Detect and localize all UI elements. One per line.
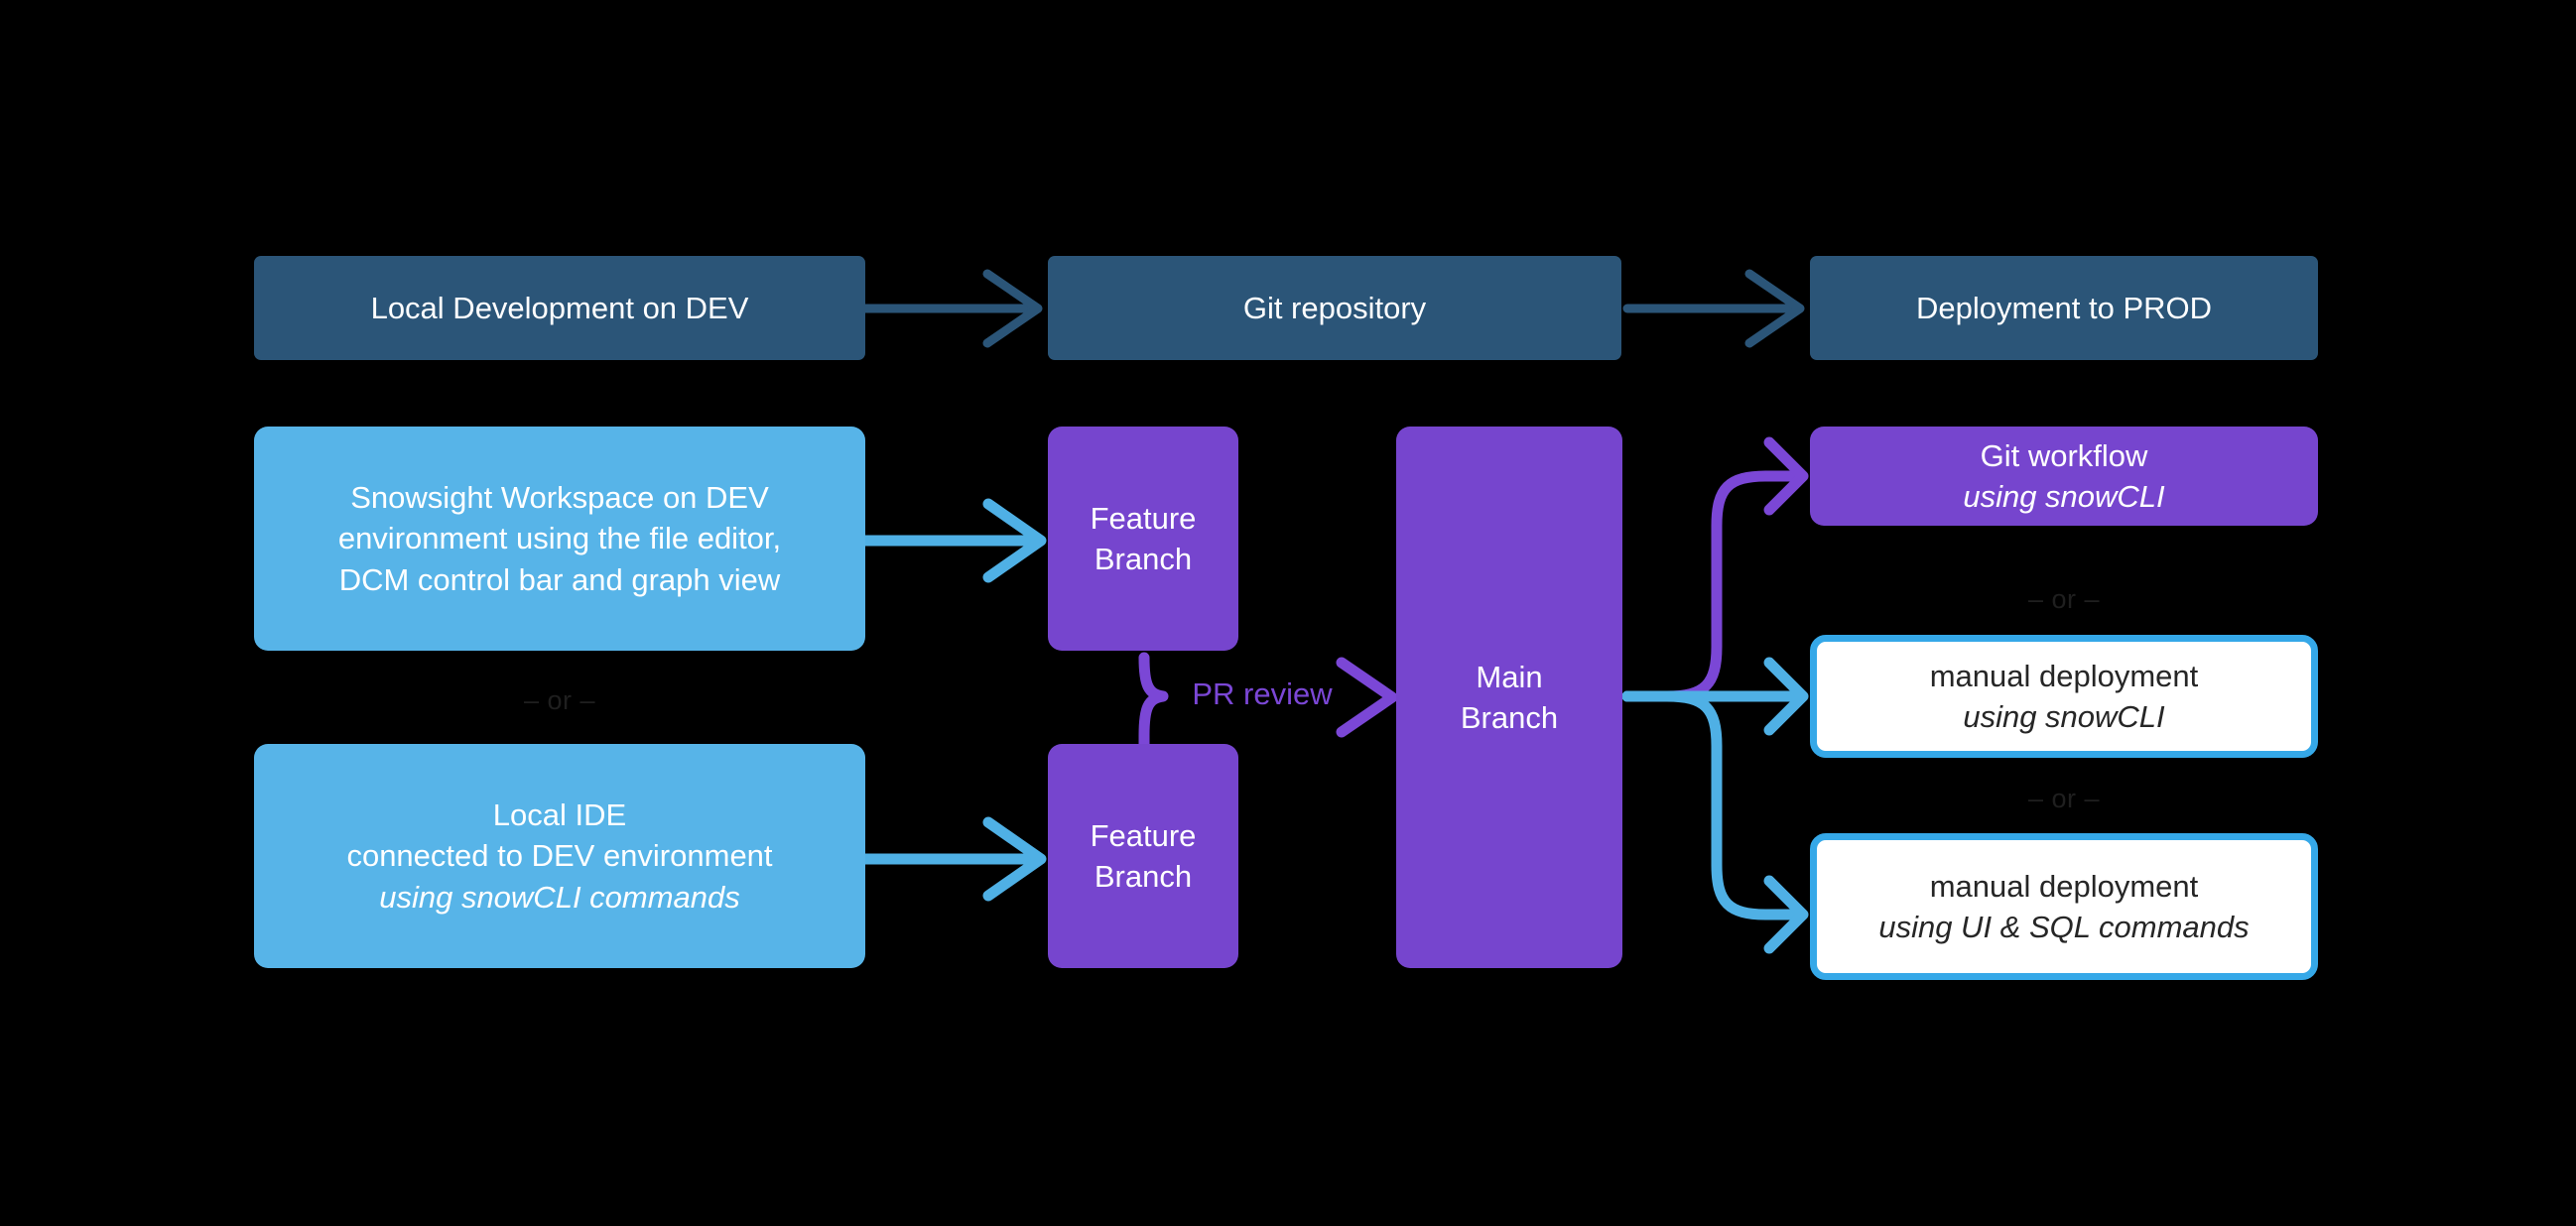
local-ide-line-3: using snowCLI commands — [379, 879, 740, 915]
feature-branch-bottom-line-1: Feature — [1090, 817, 1197, 853]
feature-branch-top-line-1: Feature — [1090, 500, 1197, 536]
snowsight-line-2: environment using the file editor, — [337, 521, 782, 556]
manual-ui-sql-line-1: manual deployment — [1929, 868, 2199, 904]
separator-dev-or: – or – — [523, 685, 596, 715]
arrow-main-to-manual-snowcli — [1621, 657, 1809, 736]
local-ide-line-1: Local IDE — [492, 797, 627, 833]
label-pr-review: PR review — [1192, 676, 1333, 711]
manual-snowcli-line-1: manual deployment — [1929, 658, 2199, 693]
header-deployment-prod-label: Deployment to PROD — [1915, 290, 2213, 325]
arrow-header-git-to-prod — [1622, 269, 1805, 348]
snowsight-line-1: Snowsight Workspace on DEV — [350, 480, 769, 516]
node-snowsight-workspace: Snowsight Workspace on DEV environment u… — [254, 427, 865, 651]
node-git-workflow: Git workflow using snowCLI — [1810, 427, 2318, 526]
node-local-ide: Local IDE connected to DEV environment u… — [254, 744, 865, 968]
local-ide-line-2: connected to DEV environment — [346, 838, 773, 874]
node-feature-branch-top: Feature Branch — [1048, 427, 1238, 651]
node-main-branch: Main Branch — [1396, 427, 1622, 968]
git-workflow-line-1: Git workflow — [1980, 437, 2148, 473]
arrow-pr-review-merge — [1138, 652, 1169, 753]
arrow-pr-review-to-main — [1336, 657, 1398, 738]
header-local-development-label: Local Development on DEV — [370, 290, 749, 325]
feature-branch-top-line-2: Branch — [1094, 542, 1193, 576]
header-git-repository: Git repository — [1048, 256, 1621, 360]
main-branch-line-2: Branch — [1460, 700, 1559, 735]
manual-snowcli-line-2: using snowCLI — [1963, 699, 2165, 734]
separator-deploy-or-1: – or – — [2027, 584, 2101, 614]
arrow-main-to-git-workflow — [1621, 436, 1809, 702]
header-git-repository-label: Git repository — [1242, 290, 1427, 325]
arrow-snowsight-to-feature-branch — [859, 498, 1047, 583]
header-local-development: Local Development on DEV — [254, 256, 865, 360]
node-feature-branch-bottom: Feature Branch — [1048, 744, 1238, 968]
header-deployment-prod: Deployment to PROD — [1810, 256, 2318, 360]
arrow-header-dev-to-git — [860, 269, 1043, 348]
node-manual-deployment-ui-sql: manual deployment using UI & SQL command… — [1810, 833, 2318, 980]
manual-ui-sql-line-2: using UI & SQL commands — [1878, 910, 2250, 944]
separator-deploy-or-2: – or – — [2027, 784, 2101, 813]
feature-branch-bottom-line-2: Branch — [1094, 859, 1193, 894]
arrow-local-ide-to-feature-branch — [859, 816, 1047, 902]
snowsight-line-3: DCM control bar and graph view — [338, 561, 781, 597]
git-workflow-line-2: using snowCLI — [1963, 479, 2165, 514]
arrow-main-to-manual-ui-sql — [1621, 690, 1809, 954]
node-manual-deployment-snowcli: manual deployment using snowCLI — [1810, 635, 2318, 758]
main-branch-line-1: Main — [1476, 659, 1543, 694]
